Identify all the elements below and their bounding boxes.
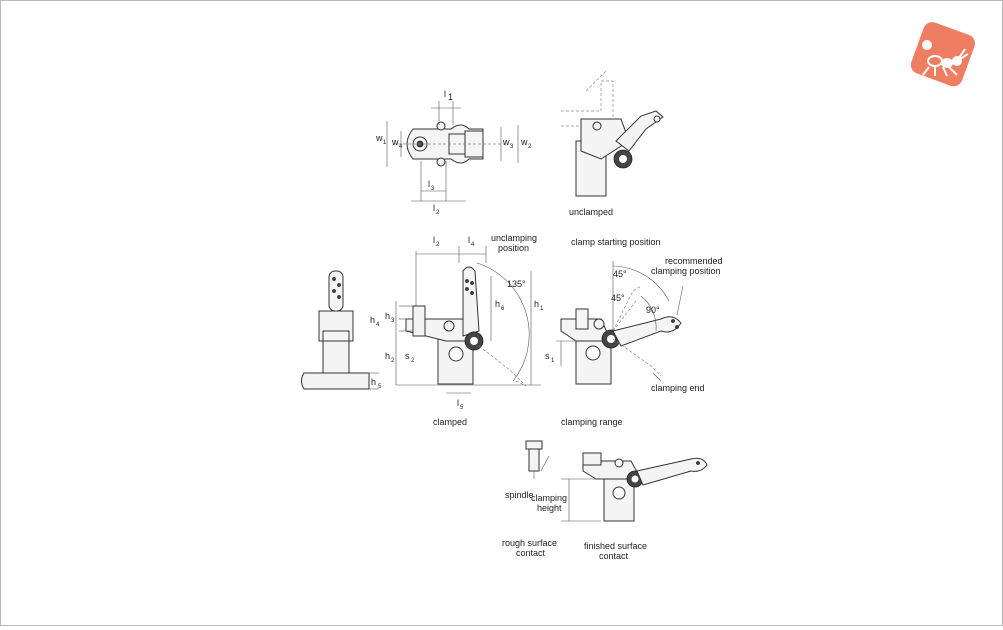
svg-text:l: l <box>433 203 435 213</box>
svg-text:h: h <box>371 377 376 387</box>
svg-text:2: 2 <box>436 210 440 216</box>
svg-text:2: 2 <box>436 242 440 248</box>
label-recommended-2: clamping position <box>651 266 721 276</box>
svg-text:l: l <box>444 89 446 99</box>
label-rough-surface-1: rough surface <box>502 538 557 548</box>
unclamped-view <box>561 70 664 197</box>
svg-text:1: 1 <box>540 306 544 312</box>
svg-text:4: 4 <box>399 144 403 150</box>
svg-text:6: 6 <box>501 306 505 312</box>
svg-text:w: w <box>391 137 399 147</box>
svg-text:h: h <box>370 315 375 325</box>
svg-text:1: 1 <box>383 140 387 146</box>
label-rough-surface-2: contact <box>516 548 546 558</box>
angle-45-upper: 45° <box>613 269 627 279</box>
svg-text:3: 3 <box>391 318 395 324</box>
label-clamping-end: clamping end <box>651 383 705 393</box>
svg-text:w: w <box>520 137 528 147</box>
label-finished-surface-2: contact <box>599 551 629 561</box>
label-recommended-1: recommended <box>665 256 723 266</box>
ant-logo-icon <box>910 22 975 87</box>
svg-text:l: l <box>468 235 470 245</box>
label-unclamping-position-2: position <box>498 243 529 253</box>
label-clamping-range: clamping range <box>561 417 623 427</box>
svg-text:1: 1 <box>551 358 555 364</box>
svg-text:s: s <box>405 351 410 361</box>
svg-text:5: 5 <box>378 384 382 390</box>
label-unclamped: unclamped <box>569 207 613 217</box>
svg-text:l: l <box>457 398 459 408</box>
svg-text:h: h <box>534 299 539 309</box>
svg-text:4: 4 <box>376 322 380 328</box>
svg-text:5: 5 <box>460 405 464 411</box>
label-spindle: spindle <box>505 490 534 500</box>
svg-text:h: h <box>385 311 390 321</box>
svg-text:2: 2 <box>411 358 415 364</box>
top-view <box>386 101 519 202</box>
svg-text:2: 2 <box>528 144 532 150</box>
clamped-view <box>395 246 541 394</box>
svg-text:l: l <box>433 235 435 245</box>
label-clamp-starting-position: clamp starting position <box>571 237 661 247</box>
svg-text:h: h <box>385 351 390 361</box>
clamping-range-view <box>556 261 684 385</box>
label-clamping-height-1: clamping <box>531 493 567 503</box>
svg-text:2: 2 <box>391 358 395 364</box>
label-unclamping-position-1: unclamping <box>491 233 537 243</box>
label-finished-surface-1: finished surface <box>584 541 647 551</box>
svg-text:w: w <box>375 133 383 143</box>
angle-45-lower: 45° <box>611 293 625 303</box>
front-view <box>301 270 379 390</box>
svg-text:4: 4 <box>471 242 475 248</box>
angle-135: 135° <box>507 279 526 289</box>
svg-text:s: s <box>545 351 550 361</box>
svg-text:3: 3 <box>510 144 514 150</box>
svg-text:1: 1 <box>448 92 453 102</box>
label-clamped: clamped <box>433 417 467 427</box>
svg-text:3: 3 <box>431 186 435 192</box>
svg-text:l: l <box>428 179 430 189</box>
rough-surface-view <box>525 440 601 522</box>
svg-text:w: w <box>502 137 510 147</box>
label-clamping-height-2: height <box>537 503 562 513</box>
svg-text:h: h <box>495 299 500 309</box>
angle-90: 90° <box>646 305 660 315</box>
finished-surface-view <box>582 452 708 522</box>
